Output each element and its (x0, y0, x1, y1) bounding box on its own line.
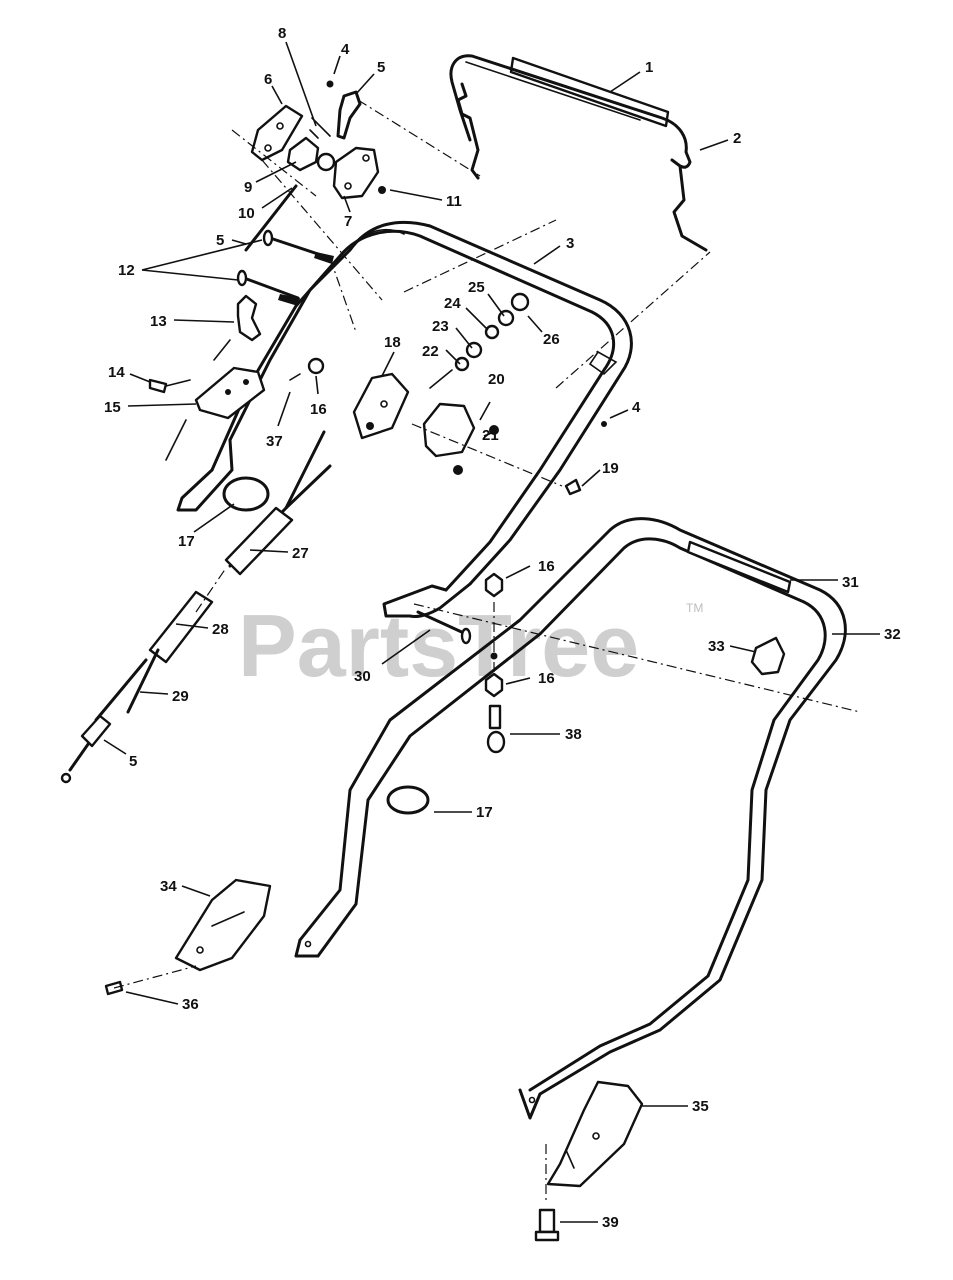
callout-16c: 16 (538, 670, 555, 687)
callout-24: 24 (444, 295, 461, 312)
callout-10: 10 (238, 205, 255, 222)
part-27-cable (224, 430, 332, 576)
callout-15: 15 (104, 399, 121, 416)
callout-3: 3 (566, 235, 574, 252)
callout-28: 28 (212, 621, 229, 638)
callout-4a: 4 (341, 41, 350, 58)
callout-17b: 17 (476, 804, 493, 821)
callout-37: 37 (266, 433, 283, 450)
part-20-bracket (422, 402, 499, 475)
part-13-knob (236, 294, 262, 342)
callout-16a: 16 (310, 401, 327, 418)
callout-36: 36 (182, 996, 199, 1013)
callout-5c: 5 (129, 753, 137, 770)
part-30-bolt (416, 610, 472, 645)
callouts: 1 2 3 4 4 5 5 5 6 7 8 9 10 11 12 13 14 (103, 25, 901, 1231)
callout-12: 12 (118, 262, 135, 279)
part-18-bracket (352, 372, 410, 440)
callout-2: 2 (733, 130, 741, 147)
part-1-grip (509, 56, 670, 128)
callout-34: 34 (160, 878, 177, 895)
callout-22: 22 (422, 343, 439, 360)
part-34-bracket (174, 878, 272, 972)
part-16-nuts-lower (484, 572, 504, 698)
part-29-cable (60, 648, 160, 784)
part-15-bracket (148, 339, 266, 461)
parts-control-group (250, 80, 386, 200)
callout-32: 32 (884, 626, 901, 643)
part-16-nut (289, 357, 325, 381)
part-17-clamp-lower (386, 785, 430, 815)
callout-8: 8 (278, 25, 286, 42)
callout-9: 9 (244, 179, 252, 196)
part-2-bail (449, 54, 708, 252)
part-33-knob (750, 636, 786, 676)
callout-14: 14 (108, 364, 125, 381)
part-5-cable-upper (244, 184, 298, 252)
callout-1: 1 (645, 59, 653, 76)
callout-27: 27 (292, 545, 309, 562)
callout-39: 39 (602, 1214, 619, 1231)
callout-33: 33 (708, 638, 725, 655)
callout-19: 19 (602, 460, 619, 477)
watermark-trademark: TM (686, 601, 703, 615)
callout-23: 23 (432, 318, 449, 335)
part-32-lower-handle (294, 517, 847, 1120)
callout-35: 35 (692, 1098, 709, 1115)
callout-4b: 4 (632, 399, 641, 416)
part-35-bracket (546, 1080, 644, 1188)
callout-16b: 16 (538, 558, 555, 575)
callout-29: 29 (172, 688, 189, 705)
part-19-screw (564, 421, 607, 496)
callout-7: 7 (344, 213, 352, 230)
part-17-clamp-upper (222, 476, 270, 512)
callout-20: 20 (488, 371, 505, 388)
callout-30: 30 (354, 668, 371, 685)
callout-5a: 5 (377, 59, 385, 76)
part-39-screw (534, 1208, 560, 1242)
callout-31: 31 (842, 574, 859, 591)
part-12-bolts (236, 229, 334, 306)
callout-6: 6 (264, 71, 272, 88)
callout-21: 21 (482, 427, 499, 444)
callout-25: 25 (468, 279, 485, 296)
alignment-lines (113, 99, 861, 1204)
watermark-text: PartsTree (238, 596, 639, 695)
callout-11: 11 (446, 193, 462, 210)
part-28-cable (148, 590, 214, 664)
callout-17a: 17 (178, 533, 195, 550)
callout-26: 26 (543, 331, 560, 348)
callout-13: 13 (150, 313, 167, 330)
part-38-eyebolt (486, 704, 506, 754)
part-3-upper-handle (176, 220, 633, 618)
callout-38: 38 (565, 726, 582, 743)
callout-5b: 5 (216, 232, 224, 249)
callout-18: 18 (384, 334, 401, 351)
